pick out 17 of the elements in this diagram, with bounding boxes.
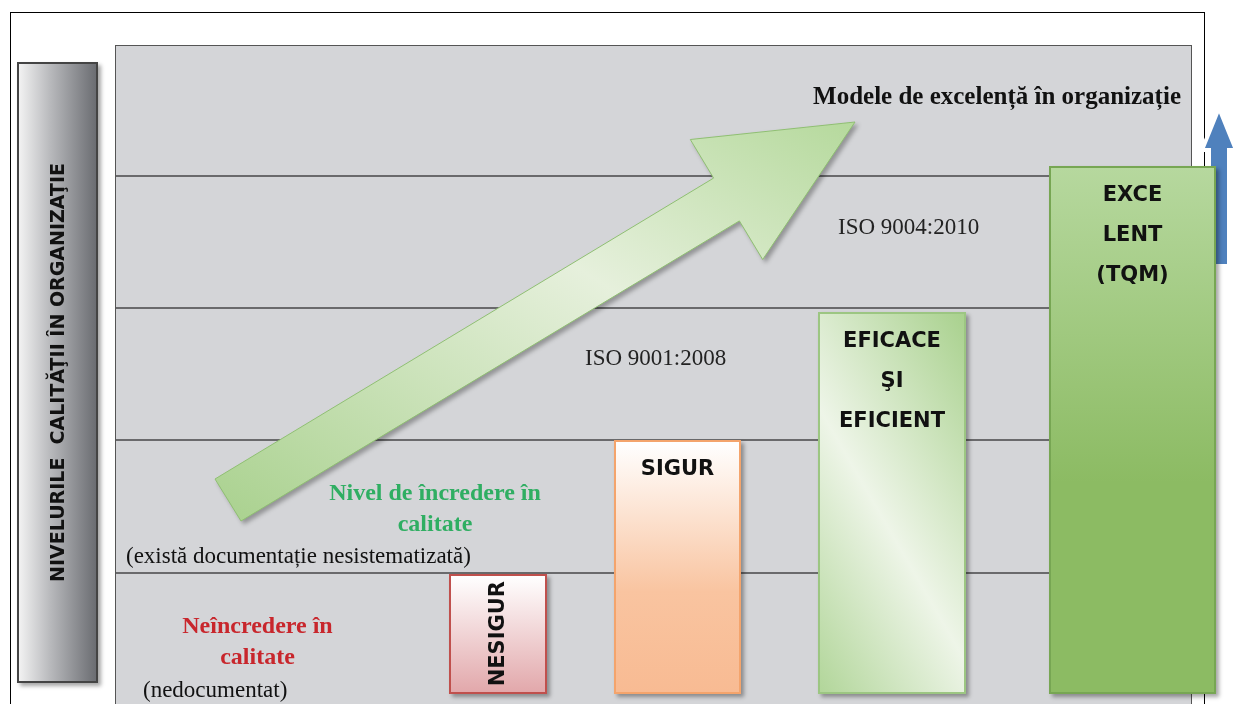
level-label: Neîncredere în calitate	[181, 611, 334, 671]
standard-label: ISO 9001:2008	[585, 344, 727, 372]
axis-title: NIVELURILE CALITĂŢII ÎN ORGANIZAŢIE	[46, 163, 69, 582]
axis-title-bar	[17, 62, 98, 683]
level-bar	[614, 440, 741, 694]
level-name: EFICACE ŞI EFICIENT	[838, 327, 946, 434]
level-bar	[818, 312, 966, 694]
level-label: Nivel de încredere în calitate	[328, 478, 542, 538]
level-bar	[1049, 166, 1216, 694]
note-text: (nedocumentat)	[143, 676, 288, 704]
level-name: SIGUR	[639, 455, 716, 482]
level-bar	[449, 574, 547, 694]
standard-label: ISO 9004:2010	[838, 213, 980, 241]
heading-text: Modele de excelență în organizație	[813, 81, 1181, 111]
level-name: EXCE LENT (TQM)	[1095, 181, 1170, 288]
note-text: (există documentație nesistematizată)	[126, 542, 471, 570]
level-name: NESIGUR	[485, 581, 511, 687]
